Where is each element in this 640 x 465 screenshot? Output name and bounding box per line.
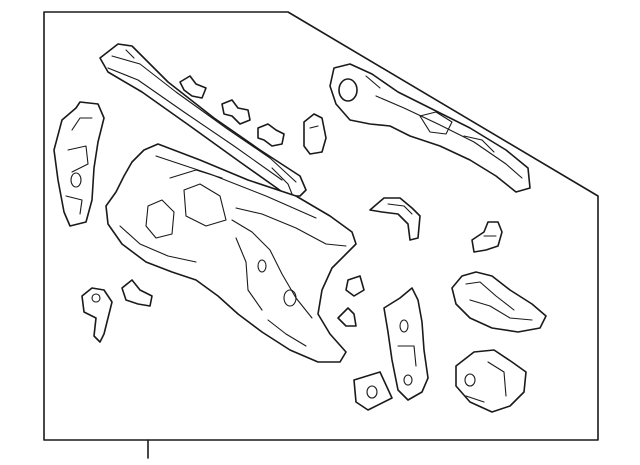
left-side-pillar xyxy=(53,101,105,227)
lower-right-block xyxy=(455,349,527,413)
diagram-frame xyxy=(43,11,599,459)
lower-right-pillar xyxy=(383,287,429,401)
cowl-end-bracket xyxy=(303,113,327,155)
dash-panel xyxy=(105,143,357,363)
center-clips xyxy=(337,275,365,327)
cowl-top-panel xyxy=(99,43,307,197)
left-small-bracket xyxy=(121,279,153,307)
upper-brackets xyxy=(179,75,285,147)
upper-right-support xyxy=(329,63,531,193)
lower-square-plate xyxy=(353,371,393,411)
right-small-bracket xyxy=(471,221,503,253)
tunnel-reinforcement xyxy=(451,271,547,333)
left-clamp xyxy=(81,287,113,343)
center-bracket xyxy=(369,197,421,241)
